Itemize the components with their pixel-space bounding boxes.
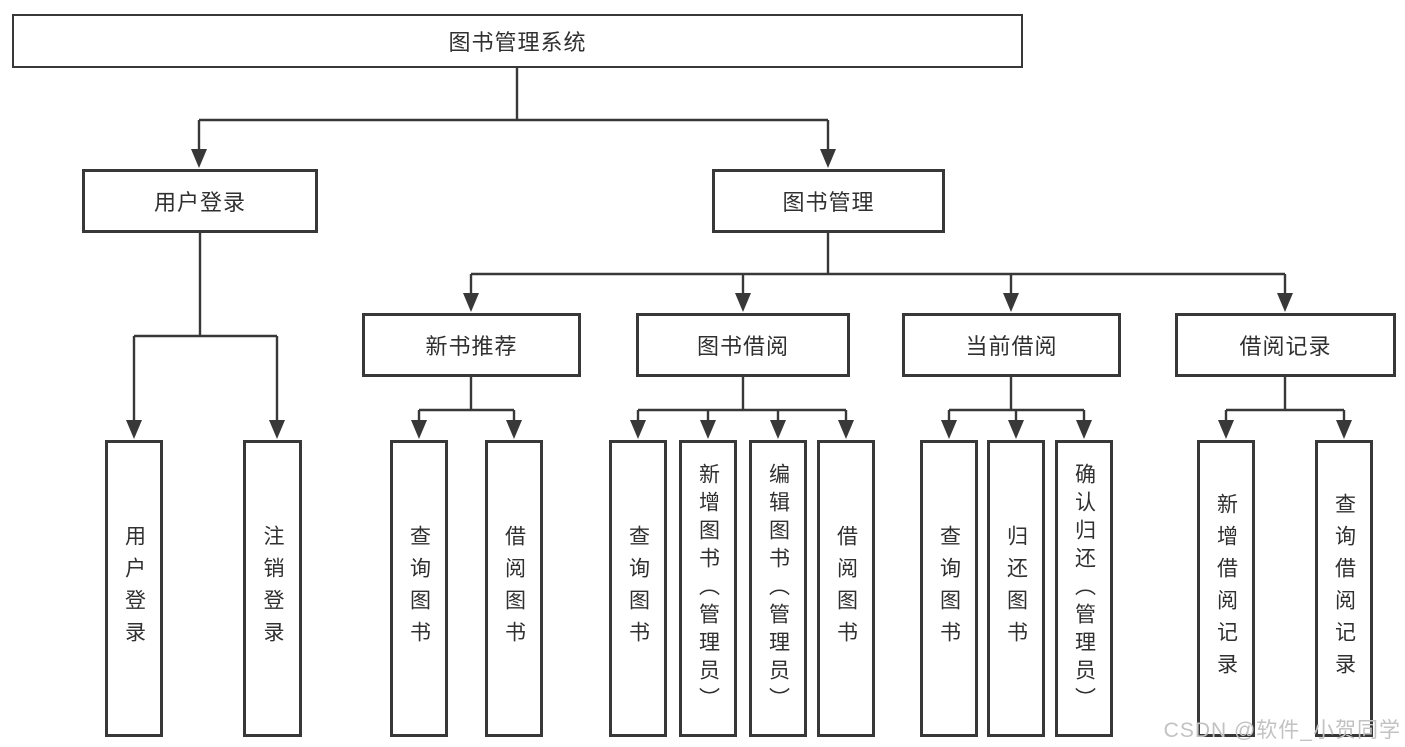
node-br-query-record-label: 查询借阅记录 [1332,492,1356,685]
node-user-login-op-label: 用户登录 [122,524,146,653]
node-user-login-label: 用户登录 [153,190,246,215]
node-nb-borrow-books-label: 借阅图书 [502,524,526,653]
node-new-book-recommend-label: 新书推荐 [425,334,518,359]
node-book-management: 图书管理 [712,169,945,233]
node-cb-query-books: 查询图书 [920,440,978,737]
node-logout-op-label: 注销登录 [261,524,284,653]
node-current-borrow: 当前借阅 [902,313,1121,377]
node-cb-return-books-label: 归还图书 [1004,524,1028,653]
node-nb-borrow-books: 借阅图书 [485,440,543,737]
node-nb-query-books: 查询图书 [390,440,448,737]
node-library-system-label: 图书管理系统 [448,30,587,55]
node-borrow-records-label: 借阅记录 [1239,334,1332,359]
node-bb-edit-books-admin-label: 编辑图书（管理员） [766,462,790,715]
node-book-borrow: 图书借阅 [636,313,850,377]
arrowheads [126,149,1352,439]
node-bb-query-books: 查询图书 [609,440,667,737]
node-current-borrow-label: 当前借阅 [965,334,1058,359]
node-br-query-record: 查询借阅记录 [1315,440,1373,737]
node-book-borrow-label: 图书借阅 [696,334,789,359]
node-cb-return-books: 归还图书 [987,440,1045,737]
node-book-management-label: 图书管理 [782,190,875,215]
node-logout-op: 注销登录 [243,440,302,737]
node-bb-edit-books-admin: 编辑图书（管理员） [749,440,807,737]
node-library-system: 图书管理系统 [12,14,1023,68]
node-bb-query-books-label: 查询图书 [626,524,650,653]
node-br-add-record-label: 新增借阅记录 [1214,492,1238,685]
node-cb-confirm-return-admin-label: 确认归还（管理员） [1072,462,1096,715]
node-bb-borrow-books: 借阅图书 [817,440,875,737]
node-bb-borrow-books-label: 借阅图书 [834,524,858,653]
csdn-watermark: CSDN @软件_小贺同学 [1163,719,1401,742]
node-cb-confirm-return-admin: 确认归还（管理员） [1055,440,1113,737]
node-user-login-op: 用户登录 [105,440,163,737]
node-user-login: 用户登录 [82,169,318,233]
node-new-book-recommend: 新书推荐 [362,313,581,377]
node-br-add-record: 新增借阅记录 [1197,440,1255,737]
connector-segments [132,68,1346,422]
node-nb-query-books-label: 查询图书 [407,524,431,653]
node-bb-add-books-admin: 新增图书（管理员） [679,440,737,737]
node-cb-query-books-label: 查询图书 [937,524,961,653]
node-bb-add-books-admin-label: 新增图书（管理员） [696,462,720,715]
node-borrow-records: 借阅记录 [1175,313,1396,377]
